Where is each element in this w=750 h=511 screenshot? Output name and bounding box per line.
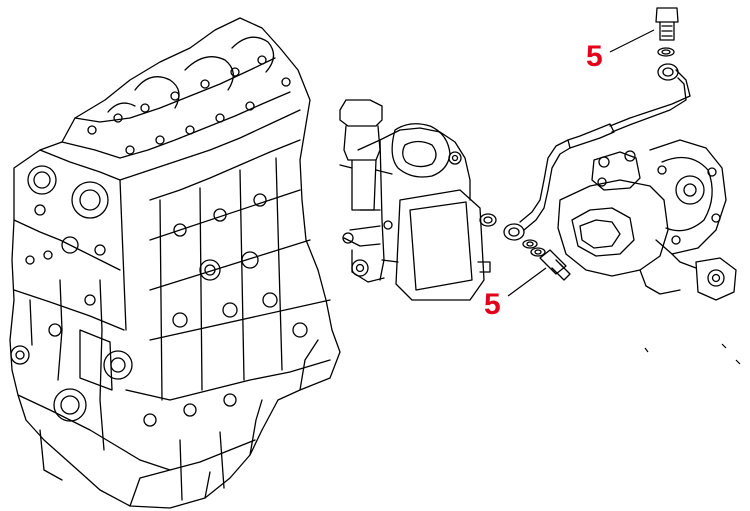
engine-block [9, 17, 341, 509]
callout-label-top: 5 [586, 40, 603, 73]
leader-line-top [609, 29, 655, 53]
oil-feed-pipe [503, 7, 691, 281]
callout-label-bottom: 5 [484, 288, 501, 321]
turbocharger [557, 139, 737, 301]
leader-line-bottom [507, 267, 547, 297]
fuel-pump [339, 99, 497, 301]
